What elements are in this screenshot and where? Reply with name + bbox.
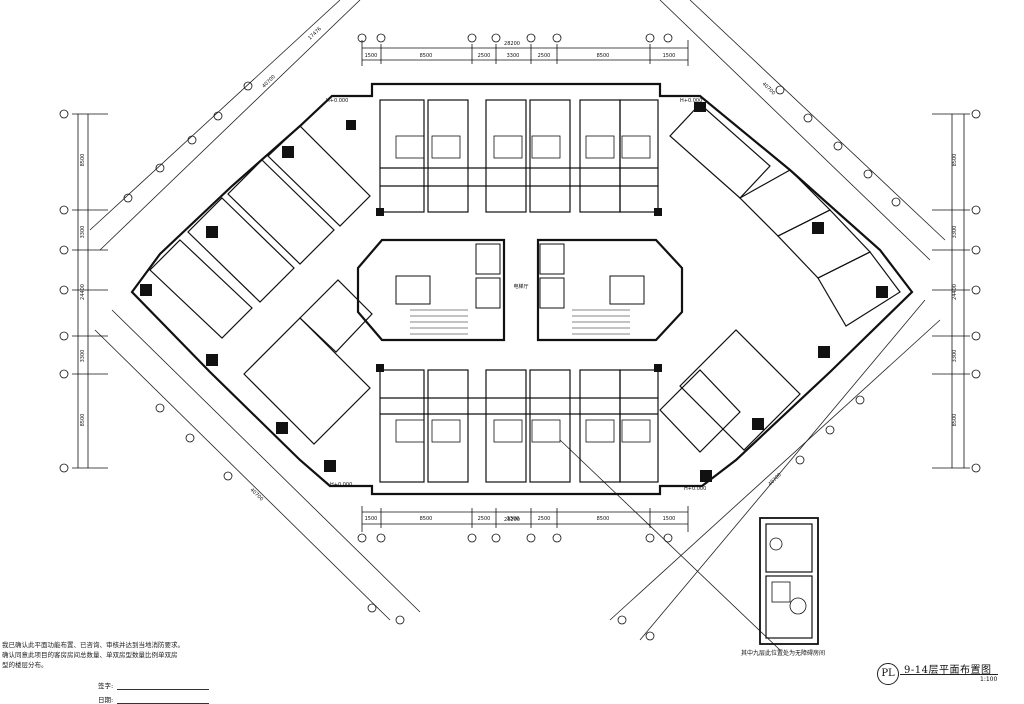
svg-text:24400: 24400 <box>80 284 86 300</box>
central-core-left <box>356 238 506 342</box>
date-label: 日期: <box>98 696 114 704</box>
dimension-labels: 28200 28200 1500 8500 2500 3300 2500 850… <box>80 26 958 523</box>
svg-text:40700: 40700 <box>761 81 777 96</box>
diagonal-grid-bubbles <box>123 81 901 641</box>
svg-text:3300: 3300 <box>952 350 958 363</box>
left-wing-rooms <box>149 125 373 445</box>
note-line-2: 确认同意此项目的客房房间总数量、单双房型数量比例单双房 <box>2 651 178 659</box>
svg-text:8500: 8500 <box>952 414 958 427</box>
signature-field: 签字: <box>98 680 210 690</box>
inset-caption: 其中九层此位置处为无障碍房间 <box>741 650 826 657</box>
svg-text:2500: 2500 <box>478 53 491 59</box>
top-dimension-chain <box>357 33 689 66</box>
central-core-right <box>536 238 684 342</box>
svg-text:3300: 3300 <box>507 516 520 522</box>
svg-text:24400: 24400 <box>952 284 958 300</box>
note-line-1: 我已确认此平面功能布置、已咨询、审核并达到当地消防要求。 <box>2 641 184 649</box>
svg-text:3300: 3300 <box>507 53 520 59</box>
svg-text:3300: 3300 <box>80 350 86 363</box>
title-block: PL 9-14层平面布置图 1:100 <box>874 660 1004 690</box>
right-dimension-chain <box>932 109 981 473</box>
svg-text:电梯厅: 电梯厅 <box>513 283 528 290</box>
svg-text:8500: 8500 <box>80 154 86 167</box>
date-line <box>117 696 210 704</box>
signature-line <box>117 682 210 690</box>
svg-text:2500: 2500 <box>538 516 551 522</box>
svg-text:3300: 3300 <box>952 226 958 239</box>
bottom-dimension-chain <box>357 506 689 543</box>
svg-text:H+0.000: H+0.000 <box>684 486 706 492</box>
svg-text:3300: 3300 <box>80 226 86 239</box>
confirmation-note: 我已确认此平面功能布置、已咨询、审核并达到当地消防要求。 确认同意此项目的客房房… <box>2 640 214 670</box>
svg-text:H+0.000: H+0.000 <box>326 98 348 104</box>
structural-columns <box>140 102 888 482</box>
svg-text:8500: 8500 <box>80 414 86 427</box>
svg-text:8500: 8500 <box>420 53 433 59</box>
svg-text:1500: 1500 <box>663 53 676 59</box>
plan-symbol: PL <box>877 663 899 685</box>
svg-text:8500: 8500 <box>597 53 610 59</box>
svg-text:1500: 1500 <box>663 516 676 522</box>
drawing-title: 9-14层平面布置图 <box>904 665 992 676</box>
svg-text:28200: 28200 <box>504 517 520 523</box>
top-room-row <box>379 99 659 213</box>
svg-text:8500: 8500 <box>597 516 610 522</box>
svg-text:1500: 1500 <box>365 516 378 522</box>
diagonal-dimension-lines <box>89 0 946 651</box>
date-field: 日期: <box>98 694 210 704</box>
svg-text:2500: 2500 <box>538 53 551 59</box>
right-wing-rooms <box>659 103 901 453</box>
svg-text:40700: 40700 <box>767 472 783 487</box>
title-underline <box>900 674 998 675</box>
bottom-room-beds <box>395 419 651 443</box>
svg-text:8500: 8500 <box>420 516 433 522</box>
inset-detail-plan <box>759 517 819 645</box>
svg-text:8500: 8500 <box>952 154 958 167</box>
left-dimension-chain <box>59 109 108 473</box>
svg-text:H+0.000: H+0.000 <box>680 98 702 104</box>
drawing-scale: 1:100 <box>980 676 998 683</box>
note-line-3: 型的楼层分布。 <box>2 661 48 669</box>
top-room-beds <box>395 135 651 159</box>
svg-text:2500: 2500 <box>478 516 491 522</box>
signature-label: 签字: <box>98 682 114 690</box>
bottom-room-row <box>379 369 659 483</box>
svg-text:H+0.000: H+0.000 <box>330 482 352 488</box>
svg-text:40700: 40700 <box>249 487 265 502</box>
svg-text:1500: 1500 <box>365 53 378 59</box>
svg-text:28200: 28200 <box>504 41 520 47</box>
building-outline <box>130 82 914 496</box>
